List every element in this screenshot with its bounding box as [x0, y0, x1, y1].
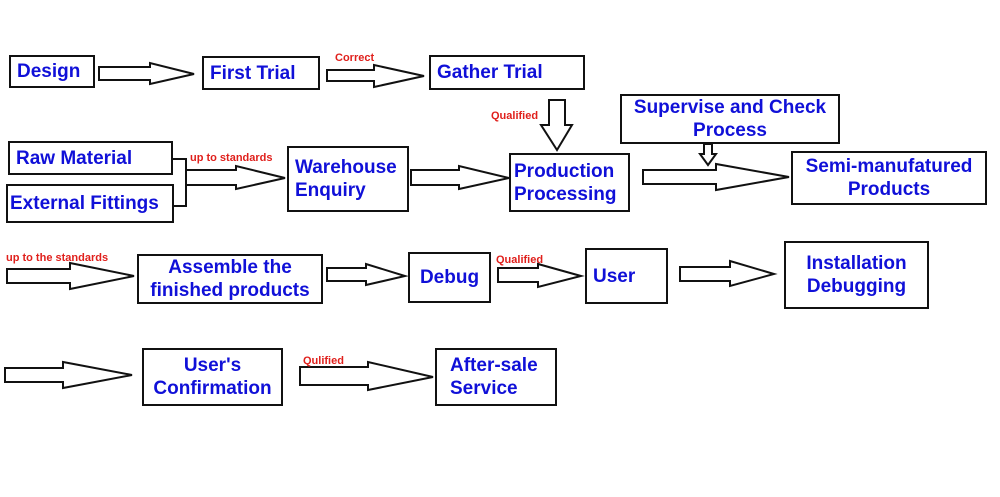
edge-label-up-to-standards: up to standards — [190, 152, 273, 164]
edge-label-qualified-1: Qualified — [491, 110, 539, 122]
node-label-line-2: finished products — [150, 280, 310, 301]
node-users-confirmation: User's Confirmation — [142, 348, 283, 406]
node-label-line-2: Processing — [514, 183, 617, 205]
node-external-fittings: External Fittings — [6, 184, 174, 223]
node-label-line-1: After-sale — [450, 355, 538, 376]
node-label: Design — [17, 61, 81, 82]
arrow-first-trial-to-gather-trial — [326, 63, 425, 89]
bracket-raw-external — [172, 158, 187, 207]
node-label-line-1: Supervise and Check — [633, 97, 827, 118]
node-label: Raw Material — [16, 147, 133, 169]
node-supervise-and-check: Supervise and Check Process — [620, 94, 840, 144]
node-installation-debugging: Installation Debugging — [784, 241, 929, 309]
node-label-line-1: Assemble the — [168, 257, 292, 278]
arrow-production-to-semi — [642, 162, 790, 192]
arrow-warehouse-to-production — [410, 164, 510, 191]
node-label-line-1: Production — [514, 160, 615, 182]
node-assemble-finished-products: Assemble the finished products — [137, 254, 323, 304]
node-label: First Trial — [210, 62, 296, 84]
node-after-sale-service: After-sale Service — [435, 348, 557, 406]
arrow-user-to-installation — [679, 259, 778, 288]
node-label-line-1: Installation — [806, 253, 907, 274]
node-user: User — [585, 248, 668, 304]
node-label: Debug — [419, 267, 480, 288]
node-label-line-2: Confirmation — [153, 378, 272, 399]
arrow-materials-to-warehouse — [185, 164, 286, 191]
arrow-debug-to-user — [497, 262, 585, 289]
arrow-entry-to-assemble — [6, 261, 135, 291]
arrow-assemble-to-debug — [326, 262, 409, 287]
node-raw-material: Raw Material — [8, 141, 173, 175]
node-production-processing: Production Processing — [509, 153, 630, 212]
node-label: User — [593, 265, 636, 287]
node-label-line-2: Products — [847, 179, 931, 200]
node-label-line-1: Warehouse — [295, 157, 397, 178]
node-label: External Fittings — [10, 193, 159, 214]
node-label-line-1: User's — [183, 355, 242, 376]
arrow-confirmation-to-after-sale — [299, 360, 434, 392]
node-label-line-2: Service — [450, 378, 518, 399]
node-gather-trial: Gather Trial — [429, 55, 585, 90]
node-label-line-2: Enquiry — [295, 180, 366, 201]
edge-label-correct: Correct — [335, 52, 375, 64]
node-warehouse-enquiry: Warehouse Enquiry — [287, 146, 409, 212]
arrow-entry-to-confirmation — [4, 360, 133, 390]
edge-label-up-to-the-standards: up to the standards — [6, 252, 109, 264]
arrow-design-to-first-trial — [98, 61, 195, 86]
node-label-line-2: Debugging — [806, 276, 907, 297]
node-first-trial: First Trial — [202, 56, 320, 90]
arrow-supervise-down — [698, 143, 718, 167]
node-debug: Debug — [408, 252, 491, 303]
edge-label-qualified-2: Qualified — [496, 254, 544, 266]
node-label: Gather Trial — [437, 62, 543, 83]
edge-label-qulified: Qulified — [303, 355, 344, 367]
node-label-line-2: Process — [693, 120, 767, 141]
node-label-line-1: Semi-manufatured — [805, 156, 973, 177]
node-design: Design — [9, 55, 95, 88]
arrow-gather-trial-to-production — [539, 99, 574, 152]
node-semi-manufactured-products: Semi-manufatured Products — [791, 151, 987, 205]
